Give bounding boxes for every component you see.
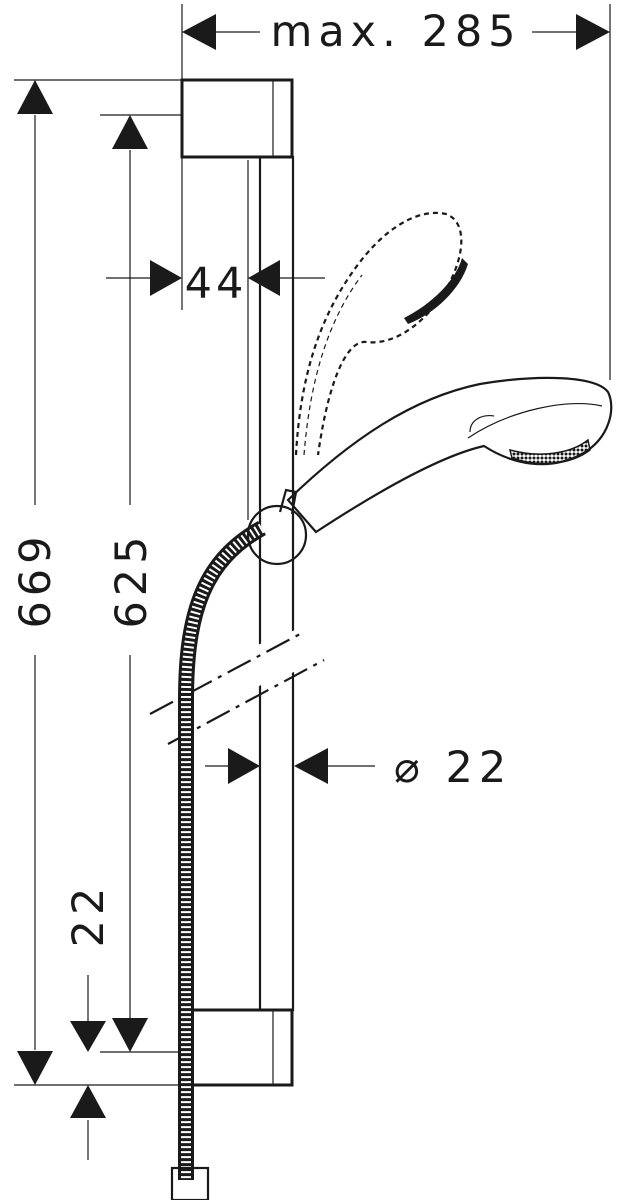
max-width-dimension: max. 285 [181,4,611,380]
arrow-left-icon [248,260,280,296]
overall-height-label: 669 [11,531,61,628]
length-break-symbol [149,628,325,745]
arrow-down-icon [17,1051,53,1085]
arrow-left-icon [182,14,216,50]
bar-depth-dimension: 44 [106,155,325,520]
overall-height-dimension: 669 [11,79,182,1086]
arrow-left-icon [294,748,328,784]
handshower [286,376,613,534]
arrow-down-icon [70,1021,106,1052]
arrow-right-icon [576,14,610,50]
shower-hose [170,521,266,1200]
arrow-up-icon [17,80,53,114]
bottom-offset-dimension: 22 [64,883,114,1160]
handshower-alternate-position [294,211,468,456]
arrow-right-icon [228,748,260,784]
max-width-label: max. 285 [270,7,521,57]
bottom-offset-label: 22 [64,883,114,948]
arrow-down-icon [112,1018,148,1052]
arrow-up-icon [70,1085,106,1118]
rod-diameter-label: ⌀ 22 [394,743,512,793]
rod-diameter-dimension: ⌀ 22 [205,743,512,793]
bar-length-dimension: 625 [100,114,182,1053]
slider-holder [246,488,308,566]
bar-depth-label: 44 [185,259,248,309]
arrow-right-icon [150,260,182,296]
bar-length-label: 625 [107,531,157,628]
arrow-up-icon [112,115,148,149]
